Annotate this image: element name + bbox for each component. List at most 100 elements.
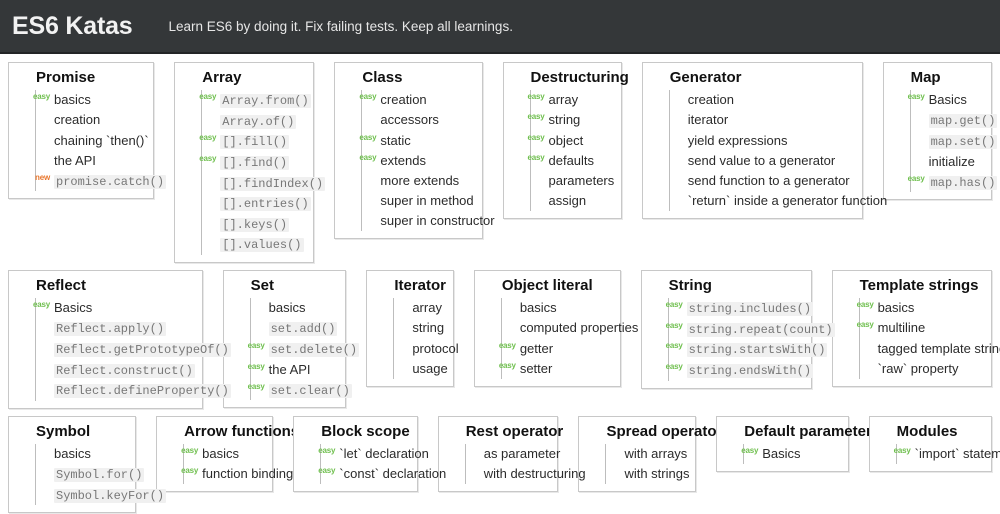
kata-item[interactable]: Symbol.for() xyxy=(54,464,145,485)
kata-item[interactable]: basics xyxy=(520,298,611,318)
kata-link[interactable]: initialize xyxy=(928,153,975,169)
kata-link[interactable]: Basics xyxy=(928,92,967,108)
kata-link[interactable]: more extends xyxy=(380,172,460,188)
kata-item[interactable]: creation xyxy=(688,90,853,110)
kata-item[interactable]: easy`let` declaration xyxy=(318,444,429,464)
kata-link[interactable]: with strings xyxy=(624,466,690,482)
kata-link[interactable]: Basics xyxy=(54,300,93,316)
kata-item[interactable]: usage xyxy=(412,359,447,379)
kata-link[interactable]: function binding xyxy=(202,466,294,482)
kata-link[interactable]: basics xyxy=(202,446,239,462)
kata-item[interactable]: Array.of() xyxy=(220,111,304,132)
kata-item[interactable]: easy[].find() xyxy=(199,152,304,173)
kata-link[interactable]: object xyxy=(548,132,584,148)
kata-link[interactable]: Reflect.getPrototypeOf() xyxy=(54,342,231,357)
kata-item[interactable]: yield expressions xyxy=(688,131,853,151)
kata-item[interactable]: `return` inside a generator function xyxy=(688,191,887,211)
kata-link[interactable]: `import` statement xyxy=(914,446,1000,462)
kata-link[interactable]: creation xyxy=(54,112,101,128)
kata-item[interactable]: map.get() xyxy=(928,110,998,131)
kata-link[interactable]: creation xyxy=(687,92,734,108)
kata-link[interactable]: set.clear() xyxy=(268,383,352,398)
kata-item[interactable]: `raw` property xyxy=(878,359,982,379)
kata-item[interactable]: [].findIndex() xyxy=(220,173,326,194)
kata-link[interactable]: string.startsWith() xyxy=(686,343,828,358)
kata-item[interactable]: super in constructor xyxy=(380,211,494,231)
kata-link[interactable]: promise.catch() xyxy=(54,174,167,189)
kata-item[interactable]: initialize xyxy=(929,152,982,172)
kata-item[interactable]: with destructuring xyxy=(484,464,586,484)
kata-link[interactable]: super in method xyxy=(380,192,474,208)
kata-item[interactable]: chaining `then()` xyxy=(54,131,149,151)
kata-item[interactable]: iterator xyxy=(688,110,853,130)
kata-item[interactable]: super in method xyxy=(380,191,474,211)
kata-link[interactable]: `const` declaration xyxy=(339,466,447,482)
kata-link[interactable]: string.includes() xyxy=(686,302,814,317)
kata-link[interactable]: map.has() xyxy=(928,175,998,190)
kata-link[interactable]: set.delete() xyxy=(268,342,360,357)
kata-item[interactable]: Reflect.getPrototypeOf() xyxy=(54,339,231,360)
kata-item[interactable]: easy`import` statement xyxy=(894,444,1000,464)
kata-link[interactable]: getter xyxy=(519,340,554,356)
kata-item[interactable]: the API xyxy=(54,151,144,171)
kata-item[interactable]: send value to a generator xyxy=(688,151,853,171)
kata-link[interactable]: tagged template strings xyxy=(877,340,1000,356)
kata-link[interactable]: `return` inside a generator function xyxy=(687,192,888,208)
kata-item[interactable]: with strings xyxy=(624,464,690,484)
kata-link[interactable]: Basics xyxy=(762,446,801,462)
kata-link[interactable]: [].entries() xyxy=(220,197,311,212)
kata-link[interactable]: string xyxy=(548,112,581,128)
kata-link[interactable]: creation xyxy=(380,92,427,108)
kata-link[interactable]: string.endsWith() xyxy=(686,364,814,379)
kata-link[interactable]: [].keys() xyxy=(220,217,290,232)
kata-link[interactable]: multiline xyxy=(877,320,926,336)
kata-item[interactable]: send function to a generator xyxy=(688,171,853,191)
kata-item[interactable]: basics xyxy=(54,444,126,464)
kata-link[interactable]: Symbol.for() xyxy=(54,468,145,483)
kata-link[interactable]: super in constructor xyxy=(380,213,495,229)
kata-link[interactable]: Array.of() xyxy=(220,114,297,129)
kata-link[interactable]: basics xyxy=(268,300,306,316)
kata-link[interactable]: assign xyxy=(548,192,587,208)
kata-link[interactable]: send function to a generator xyxy=(687,172,850,188)
kata-link[interactable]: static xyxy=(380,132,411,148)
kata-item[interactable]: basics xyxy=(269,298,337,318)
kata-link[interactable]: `let` declaration xyxy=(339,446,429,462)
kata-link[interactable]: array xyxy=(548,92,579,108)
kata-item[interactable]: [].keys() xyxy=(220,214,304,235)
kata-link[interactable]: [].fill() xyxy=(220,135,290,150)
kata-link[interactable]: with destructuring xyxy=(483,466,586,482)
kata-item[interactable]: array xyxy=(412,298,443,318)
kata-item[interactable]: Reflect.apply() xyxy=(54,318,193,339)
kata-link[interactable]: basics xyxy=(54,92,91,108)
kata-item[interactable]: protocol xyxy=(412,339,458,359)
kata-link[interactable]: extends xyxy=(380,152,426,168)
kata-link[interactable]: the API xyxy=(54,152,96,168)
kata-link[interactable]: [].find() xyxy=(220,156,290,171)
kata-link[interactable]: setter xyxy=(519,360,553,376)
kata-item[interactable]: computed properties xyxy=(520,318,639,338)
kata-item[interactable]: tagged template strings xyxy=(878,339,1000,359)
kata-link[interactable]: map.get() xyxy=(928,114,998,129)
kata-link[interactable]: basics xyxy=(519,300,557,316)
